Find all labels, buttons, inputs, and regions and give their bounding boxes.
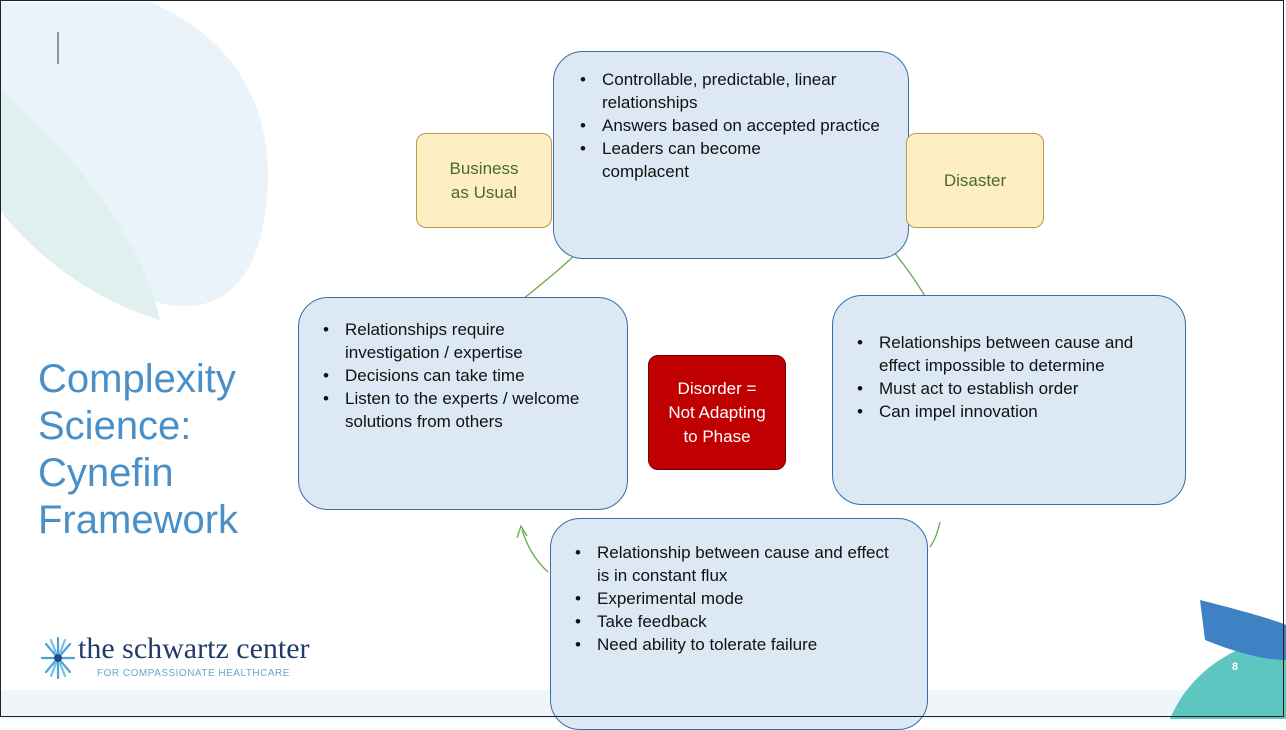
list-item: Experimental mode: [567, 587, 913, 610]
connector-bottom-left: [521, 529, 549, 573]
title-line-4: Framework: [38, 498, 239, 542]
left-box-complicated: Relationships require investigation / ex…: [298, 297, 628, 510]
logo-name: the schwartz center: [78, 632, 310, 665]
page-number: 8: [1232, 661, 1239, 673]
connector-bottom-right: [929, 521, 941, 548]
disorder-box: Disorder = Not Adapting to Phase: [648, 355, 786, 470]
corner-shape-blue: [1200, 600, 1286, 660]
disaster-tag: Disaster: [906, 133, 1044, 228]
list-item: Leaders can become complacent: [572, 137, 842, 183]
list-item: Need ability to tolerate failure: [567, 633, 913, 656]
list-item: Relationships require investigation / ex…: [315, 318, 565, 364]
left-box-list: Relationships require investigation / ex…: [315, 318, 613, 433]
list-item: Controllable, predictable, linear relati…: [572, 68, 842, 114]
bottom-box-list: Relationship between cause and effect is…: [567, 541, 913, 656]
bottom-box-complex: Relationship between cause and effect is…: [550, 518, 928, 730]
arrow-head-icon: [516, 524, 528, 539]
list-item: Relationship between cause and effect is…: [567, 541, 897, 587]
list-item: Can impel innovation: [849, 400, 1171, 423]
corner-shape-teal: [1170, 638, 1286, 719]
list-item: Take feedback: [567, 610, 913, 633]
slide-title: Complexity Science: Cynefin Framework: [38, 356, 298, 544]
business-as-usual-tag: Business as Usual: [416, 133, 552, 228]
list-item: Must act to establish order: [849, 377, 1171, 400]
right-box-list: Relationships between cause and effect i…: [849, 331, 1171, 423]
title-line-3: Cynefin: [38, 451, 174, 495]
title-line-1: Complexity: [38, 357, 236, 401]
top-box-simple: Controllable, predictable, linear relati…: [553, 51, 909, 259]
top-box-list: Controllable, predictable, linear relati…: [572, 68, 894, 183]
connector-top-left: [521, 249, 581, 301]
title-line-2: Science:: [38, 404, 192, 448]
list-item: Relationships between cause and effect i…: [849, 331, 1169, 377]
schwartz-center-logo-icon: [40, 636, 76, 680]
right-box-chaotic: Relationships between cause and effect i…: [832, 295, 1186, 505]
list-item: Decisions can take time: [315, 364, 613, 387]
list-item: Listen to the experts / welcome solution…: [315, 387, 595, 433]
list-item: Answers based on accepted practice: [572, 114, 892, 137]
connector-top-right: [891, 249, 926, 297]
leaf-shape-left-inner: [0, 90, 160, 320]
logo-subtitle: FOR COMPASSIONATE HEALTHCARE: [97, 668, 290, 679]
